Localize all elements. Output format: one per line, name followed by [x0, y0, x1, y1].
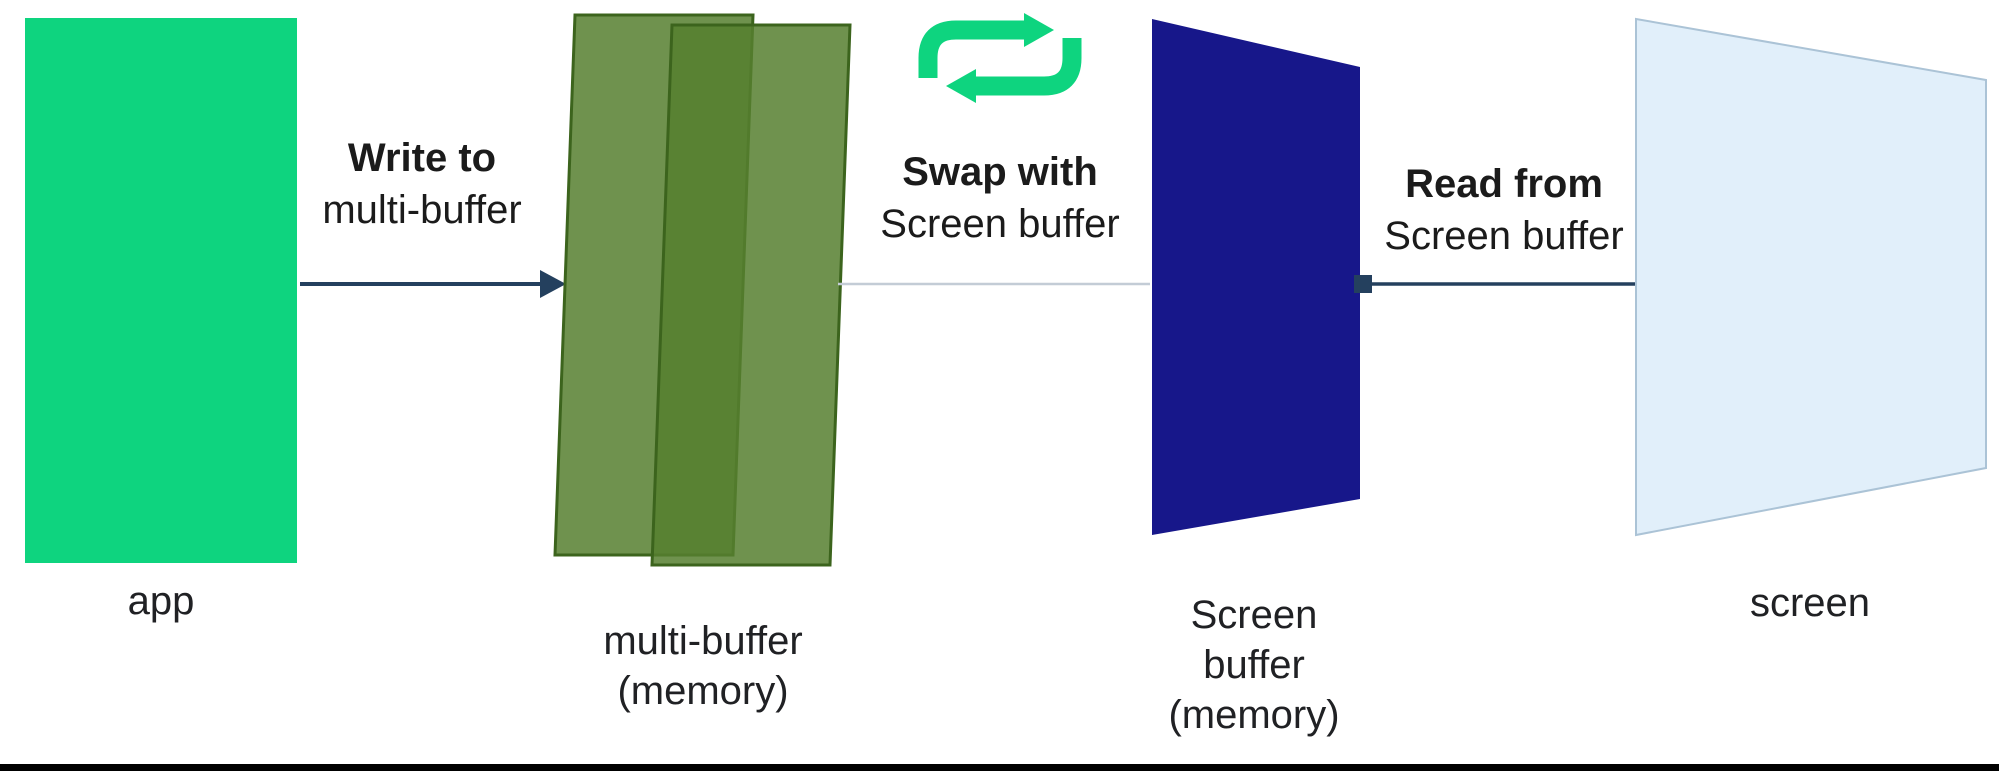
read-arrow: [1354, 275, 1636, 293]
multi-buffer-node: [553, 13, 852, 567]
swap-icon-top-arc: [918, 20, 1024, 78]
front-buffer-shape: [650, 23, 852, 567]
multi-buffer-node-label: multi-buffer (memory): [553, 616, 853, 716]
read-edge-title: Read from: [1405, 162, 1603, 206]
swap-icon-bottom-arrowhead: [946, 69, 976, 103]
screen-buffer-node-label: Screen buffer (memory): [1104, 590, 1404, 740]
swap-icon-top-arrowhead: [1024, 13, 1054, 47]
screen-node: [1635, 17, 1987, 537]
read-edge-label: Read from Screen buffer: [1344, 158, 1664, 262]
read-arrow-endpoint: [1354, 275, 1372, 293]
app-node-label: app: [127, 579, 195, 623]
write-edge-subtitle: multi-buffer: [322, 188, 522, 232]
write-arrowhead: [540, 270, 566, 298]
swap-edge-title: Swap with: [902, 150, 1098, 194]
swap-icon: [918, 13, 1082, 103]
write-edge-title: Write to: [347, 136, 497, 180]
app-node: [25, 18, 297, 563]
write-edge-label: Write to multi-buffer: [262, 132, 582, 236]
swap-icon-bottom-arc: [976, 38, 1082, 96]
screen-buffer-label-line2: buffer: [1203, 643, 1305, 687]
screen-node-label: screen: [1749, 581, 1871, 625]
multi-buffer-label-line2: (memory): [617, 669, 789, 713]
swap-edge-label: Swap with Screen buffer: [840, 146, 1160, 250]
screen-buffer-node: [1152, 19, 1360, 535]
swap-edge-subtitle: Screen buffer: [880, 202, 1120, 246]
read-edge-subtitle: Screen buffer: [1384, 214, 1624, 258]
screen-buffer-label-line1: Screen: [1190, 593, 1318, 637]
multi-buffer-label-line1: multi-buffer: [603, 619, 803, 663]
write-arrow: [300, 270, 566, 298]
screen-buffer-label-line3: (memory): [1168, 693, 1340, 737]
bottom-divider: [0, 764, 1999, 771]
